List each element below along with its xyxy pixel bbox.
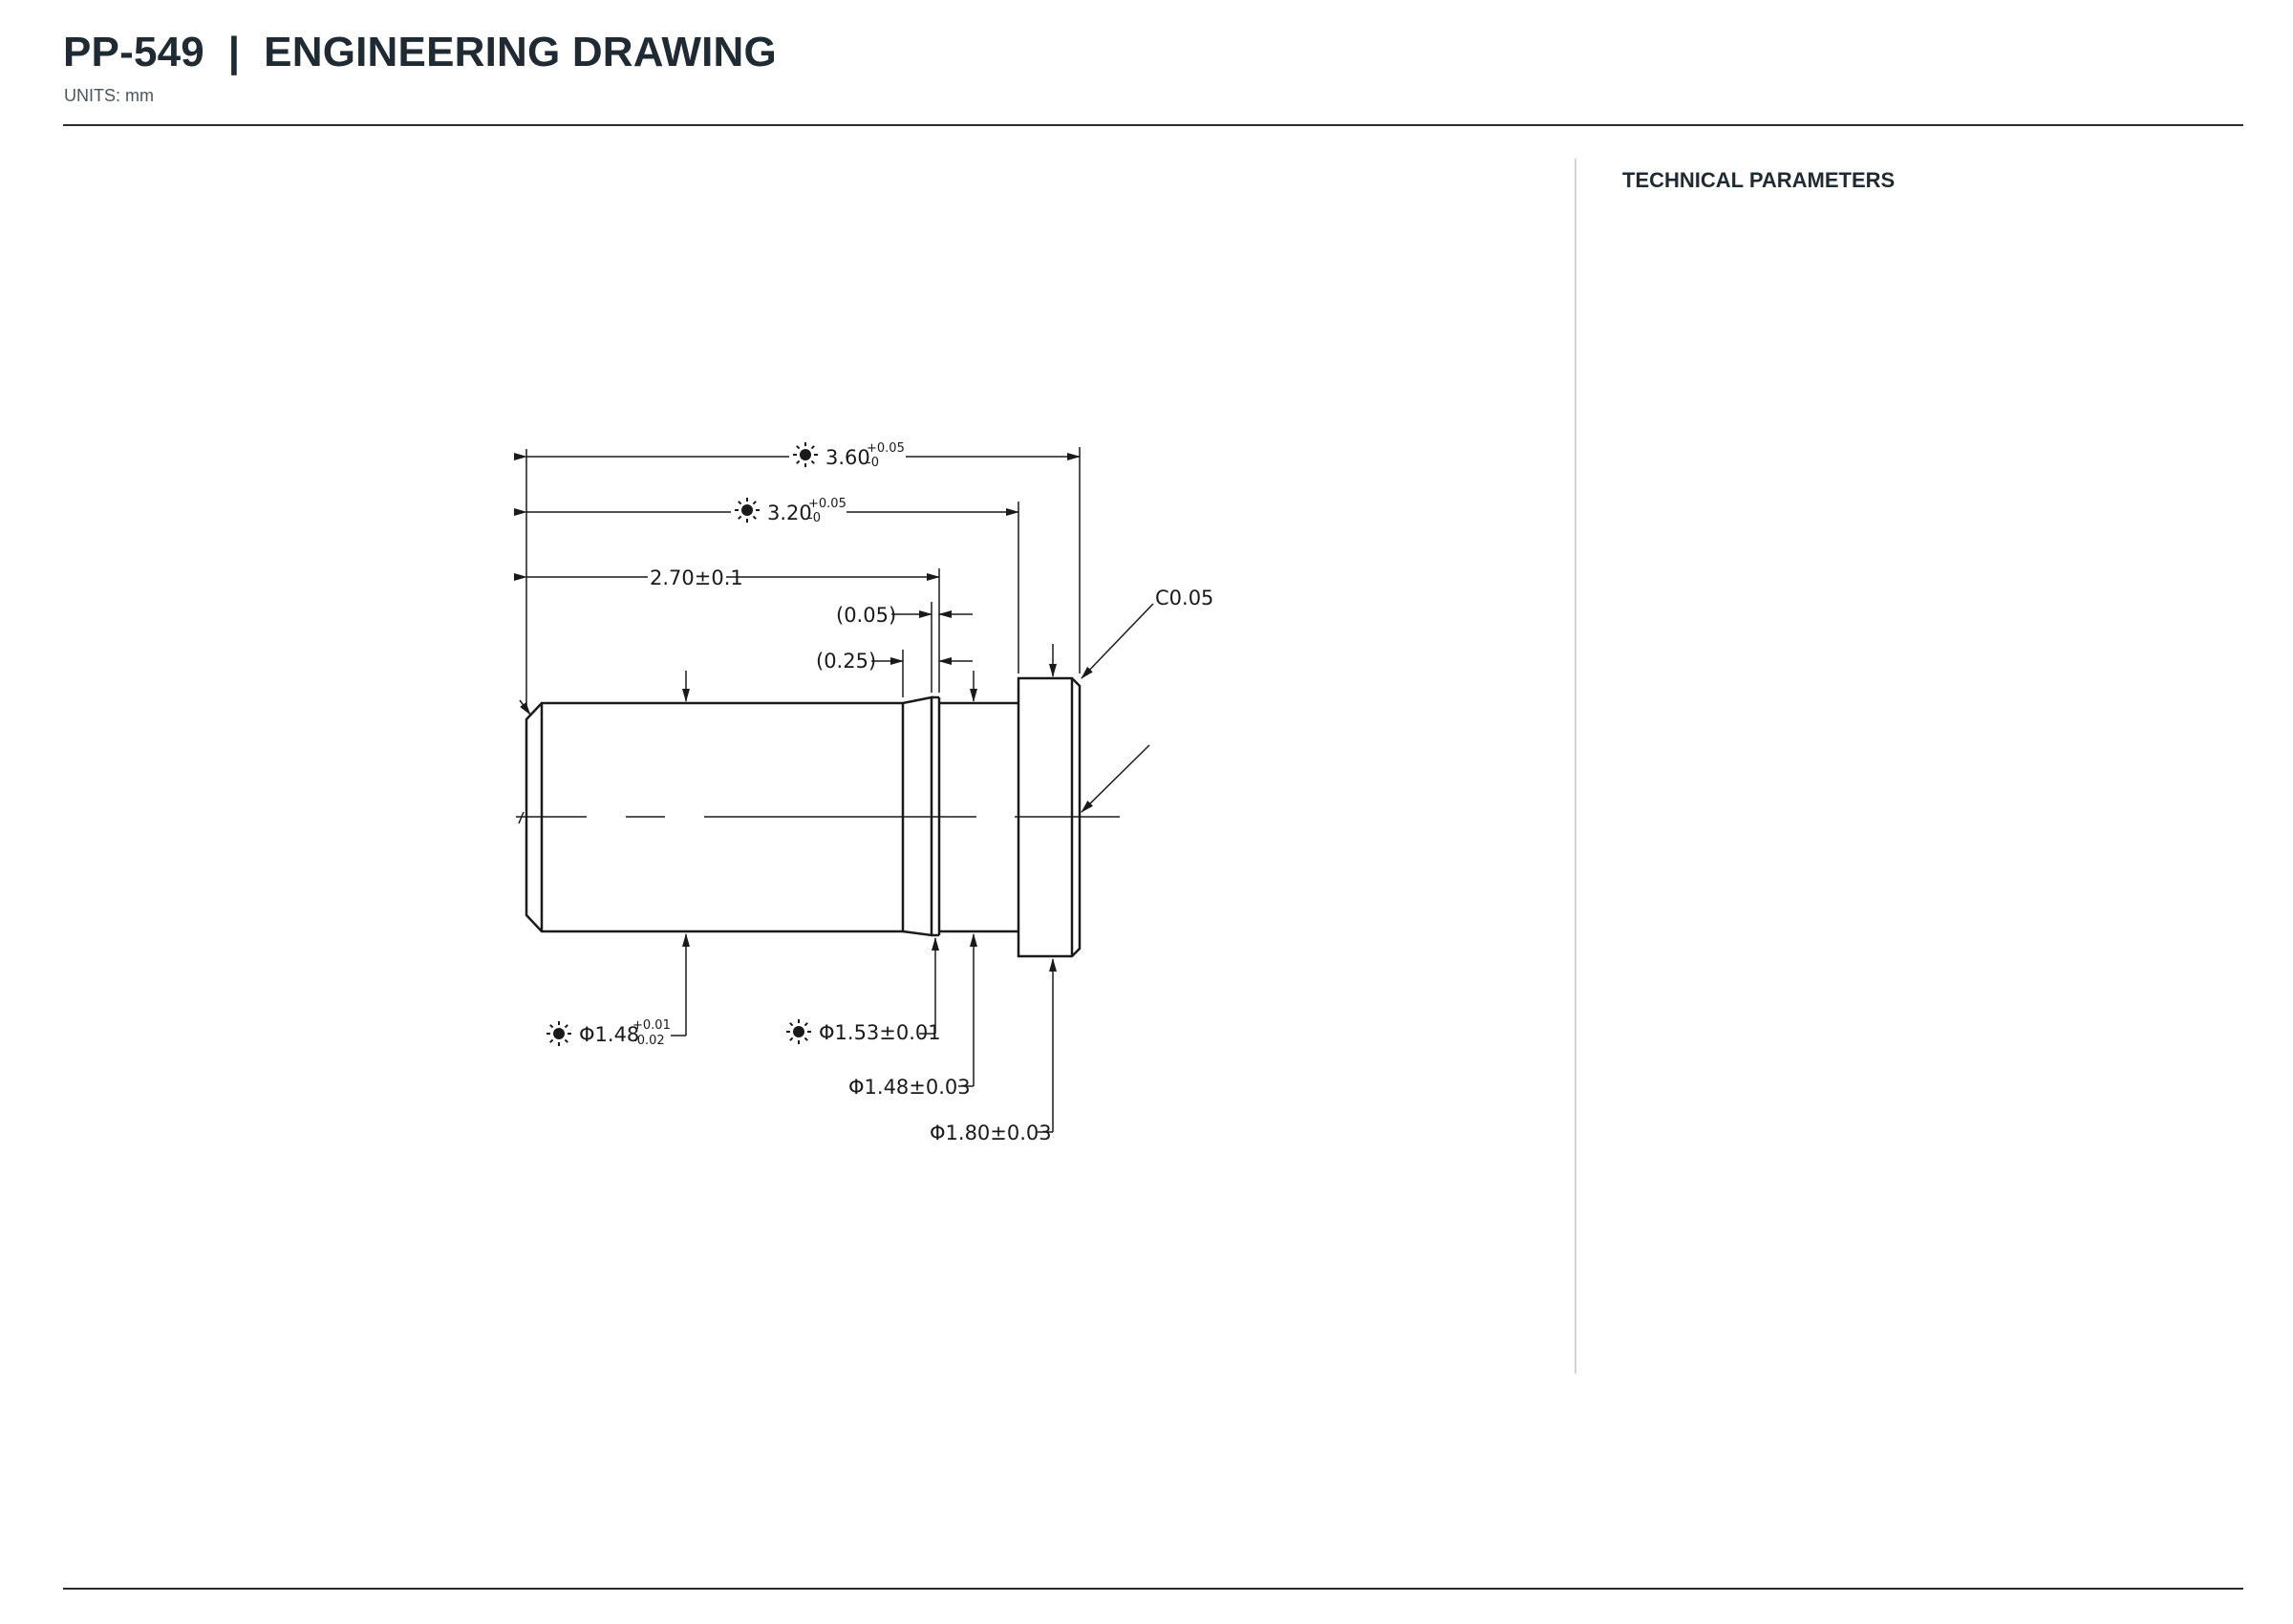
body-length-value: 2.70±0.1 [650,566,743,589]
dim-length-to-flange: 3.20 +0.05 -0 [514,497,1019,525]
dim-neck-diameter: Φ1.48±0.03 [848,671,977,1099]
critical-sun-icon [546,1020,572,1047]
length-to-flange-tol-upper: +0.05 [808,497,846,511]
overall-length-tol-lower: -0 [867,456,879,470]
groove-width-value: (0.05) [836,604,896,627]
dim-groove-width: (0.05) [836,604,973,627]
body-diameter-tol-lower: -0.02 [632,1034,665,1048]
left-end-marks [518,699,531,824]
critical-sun-icon [734,497,761,524]
dim-groove-diameter: Φ1.53±0.01 [785,937,941,1045]
chamfer-value: C0.05 [1155,587,1213,609]
footer-divider [63,1588,2243,1590]
body-diameter-tol-upper: +0.01 [632,1018,671,1033]
length-to-flange-tol-lower: -0 [808,511,821,525]
critical-sun-icon [792,441,819,468]
dim-body-length: 2.70±0.1 [514,566,940,589]
dim-groove-offset: (0.25) [816,650,973,673]
dim-flange-diameter: Φ1.80±0.03 [930,958,1057,1144]
critical-sun-icon [785,1018,812,1045]
overall-length-value: 3.60 [825,446,870,469]
dim-body-diameter: Φ1.48 +0.01 -0.02 [546,671,690,1048]
overall-length-tol-upper: +0.05 [867,441,905,456]
body-diameter-value: Φ1.48 [579,1023,639,1046]
flange-diameter-value: Φ1.80±0.03 [930,1122,1052,1144]
page-title: PP-549 | ENGINEERING DRAWING [63,29,777,75]
technical-parameters-title: TECHNICAL PARAMETERS [1622,168,1896,192]
length-to-flange-value: 3.20 [767,502,812,524]
dim-overall-length: 3.60 +0.05 -0 [514,441,1081,470]
units-label: UNITS: mm [64,86,154,105]
header-divider [63,124,2243,126]
neck-diameter-value: Φ1.48±0.03 [848,1076,971,1099]
groove-offset-value: (0.25) [816,650,876,673]
dim-chamfer: C0.05 [1049,587,1213,813]
panel-divider [1575,159,1576,1374]
groove-diameter-value: Φ1.53±0.01 [819,1021,941,1044]
